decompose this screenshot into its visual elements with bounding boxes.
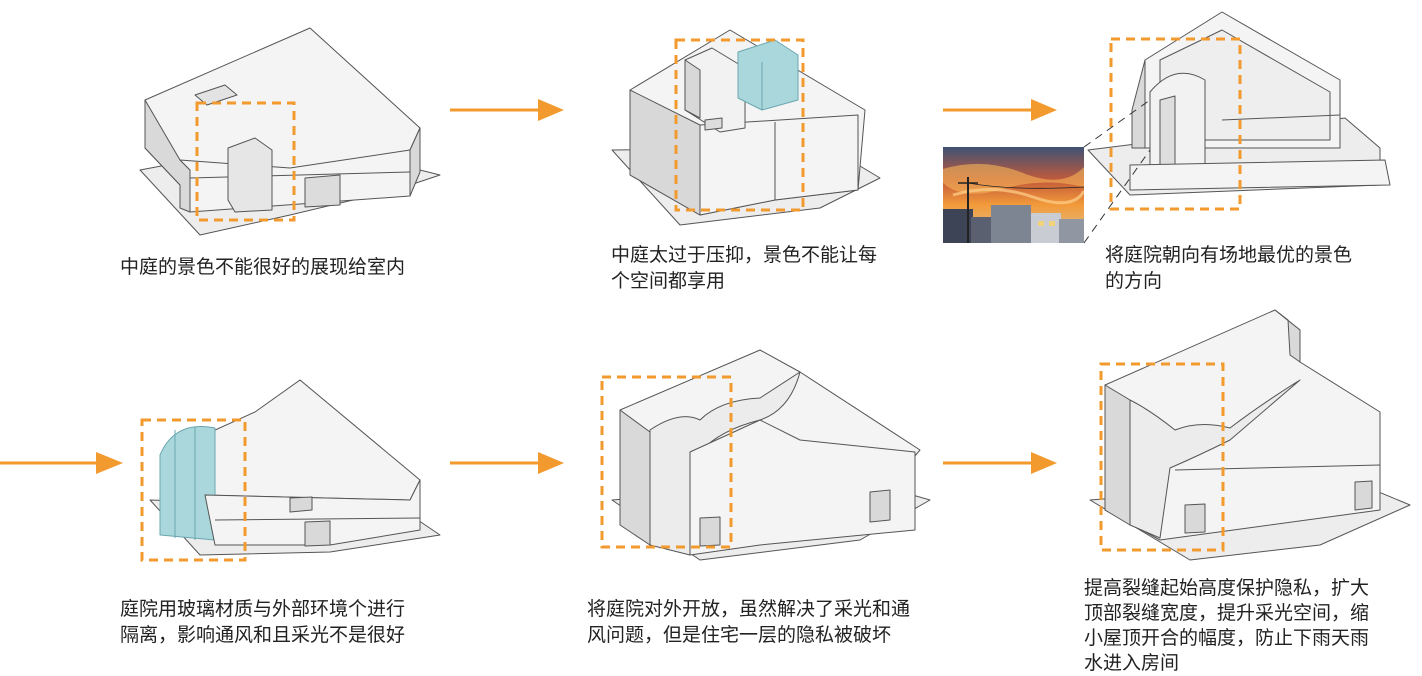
sunset-photo — [943, 147, 1084, 243]
caption-line: 个空间都享用 — [611, 270, 726, 292]
caption-line: 中庭的景色不能很好的展现给室内 — [120, 256, 406, 278]
caption-line: 中庭太过于压抑，景色不能让每 — [611, 244, 878, 266]
caption-step-5: 将庭院对外开放，虽然解决了采光和通 风问题，但是住宅一层的隐私被破坏 — [587, 596, 910, 648]
massing-model-6 — [1089, 309, 1411, 561]
caption-line: 小屋顶开合的幅度，防止下雨天雨 — [1084, 627, 1370, 649]
view-lines — [1083, 99, 1151, 244]
arrow-right-icon — [450, 452, 564, 474]
arrow-right-icon — [943, 99, 1057, 121]
arrow-right-icon — [450, 99, 564, 121]
caption-line: 庭院用玻璃材质与外部环境个进行 — [120, 598, 406, 620]
caption-line: 风问题，但是住宅一层的隐私被破坏 — [587, 624, 892, 646]
caption-step-1: 中庭的景色不能很好的展现给室内 — [120, 254, 405, 280]
focus-frame — [140, 418, 247, 562]
caption-line: 将庭院朝向有场地最优的景色 — [1105, 244, 1353, 266]
arrow-right-icon — [0, 452, 123, 474]
massing-model-3 — [1087, 11, 1391, 196]
caption-line: 隔离，影响通风和且采光不是很好 — [120, 624, 406, 646]
focus-frame — [1099, 362, 1225, 552]
caption-step-2: 中庭太过于压抑，景色不能让每 个空间都享用 — [611, 242, 877, 294]
caption-line: 的方向 — [1105, 270, 1163, 292]
caption-line: 水进入房间 — [1084, 652, 1180, 674]
caption-step-3: 将庭院朝向有场地最优的景色 的方向 — [1105, 242, 1352, 294]
focus-frames — [140, 37, 1242, 562]
caption-step-4: 庭院用玻璃材质与外部环境个进行 隔离，影响通风和且采光不是很好 — [120, 596, 405, 648]
caption-step-6: 提高裂缝起始高度保护隐私，扩大 顶部裂缝宽度，提升采光空间，缩 小屋顶开合的幅度… — [1084, 576, 1369, 676]
massing-model-2 — [611, 29, 881, 226]
massing-model-5 — [611, 349, 931, 561]
focus-frame — [600, 375, 733, 549]
massing-model-4 — [149, 379, 441, 556]
massing-model-1 — [139, 27, 441, 236]
focus-frame — [1109, 37, 1242, 211]
arrow-right-icon — [943, 452, 1057, 474]
focus-frame — [195, 101, 296, 222]
focus-frame — [674, 38, 805, 212]
caption-line: 提高裂缝起始高度保护隐私，扩大 — [1084, 577, 1370, 599]
caption-line: 顶部裂缝宽度，提升采光空间，缩 — [1084, 602, 1370, 624]
caption-line: 将庭院对外开放，虽然解决了采光和通 — [587, 598, 911, 620]
